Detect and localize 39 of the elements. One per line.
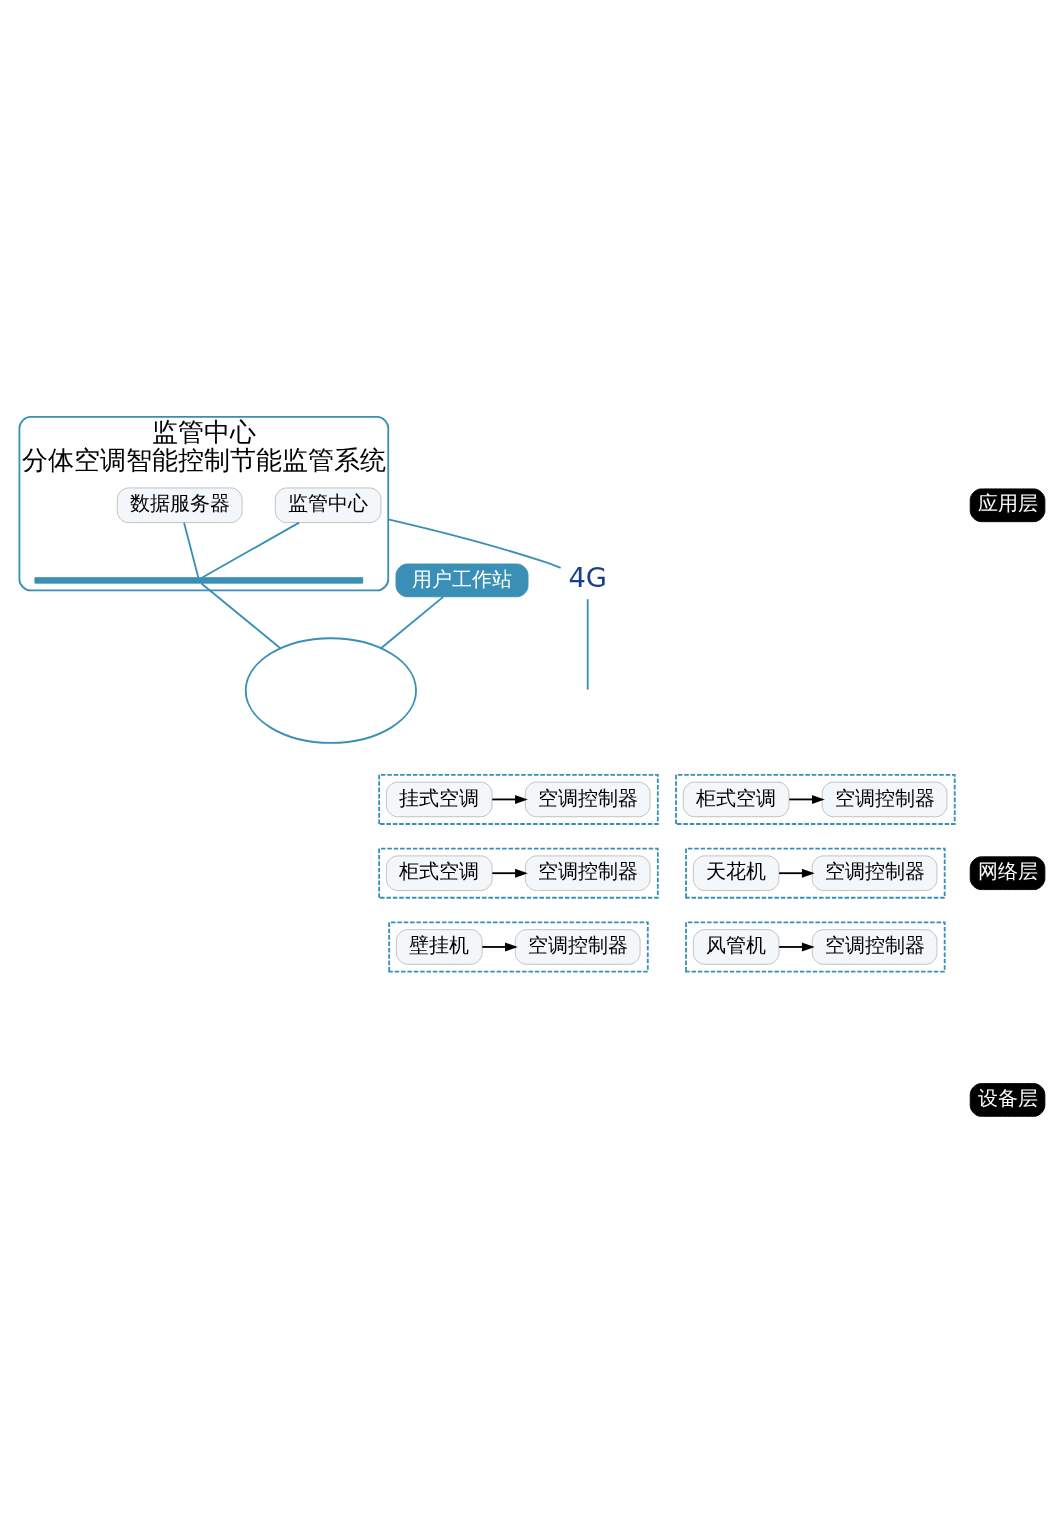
label: 应用层	[977, 491, 1038, 516]
cluster	[388, 921, 649, 973]
connector	[586, 598, 589, 691]
node-box: 用户工作站	[395, 563, 529, 598]
arrow	[481, 942, 518, 952]
arrow	[778, 868, 815, 878]
node-box: 柜式空调	[385, 855, 493, 891]
cluster	[685, 847, 946, 899]
cluster	[675, 773, 956, 825]
node-box: 风管机	[692, 929, 780, 965]
node-box: 挂式空调	[385, 781, 493, 818]
label: 网络层	[977, 859, 1038, 884]
node-box: 空调控制器	[821, 781, 948, 818]
node-box: 天花机	[692, 855, 780, 891]
node-box: 柜式空调	[682, 781, 790, 818]
node-box: 空调控制器	[524, 781, 651, 818]
node-box: 空调控制器	[811, 855, 938, 891]
arrow	[788, 794, 825, 804]
connector	[183, 521, 200, 579]
arrow	[778, 942, 815, 952]
node-bar	[34, 577, 364, 584]
node-text: 4G	[568, 562, 607, 594]
cluster	[378, 847, 659, 899]
node-box: 空调控制器	[524, 855, 651, 891]
connector	[387, 518, 562, 569]
node-box: 空调控制器	[811, 929, 938, 965]
node-box: 壁挂机	[396, 929, 483, 965]
connector	[201, 521, 301, 579]
connector	[200, 582, 282, 650]
node-box: 数据服务器	[116, 487, 243, 524]
arrow	[491, 868, 528, 878]
node-box: 监管中心	[274, 487, 382, 524]
node-cloud	[244, 637, 417, 744]
label: 设备层	[977, 1086, 1038, 1111]
cluster	[685, 921, 946, 973]
cluster	[378, 773, 659, 825]
arrow	[491, 794, 528, 804]
connector	[380, 595, 445, 650]
node-box: 空调控制器	[514, 929, 641, 965]
